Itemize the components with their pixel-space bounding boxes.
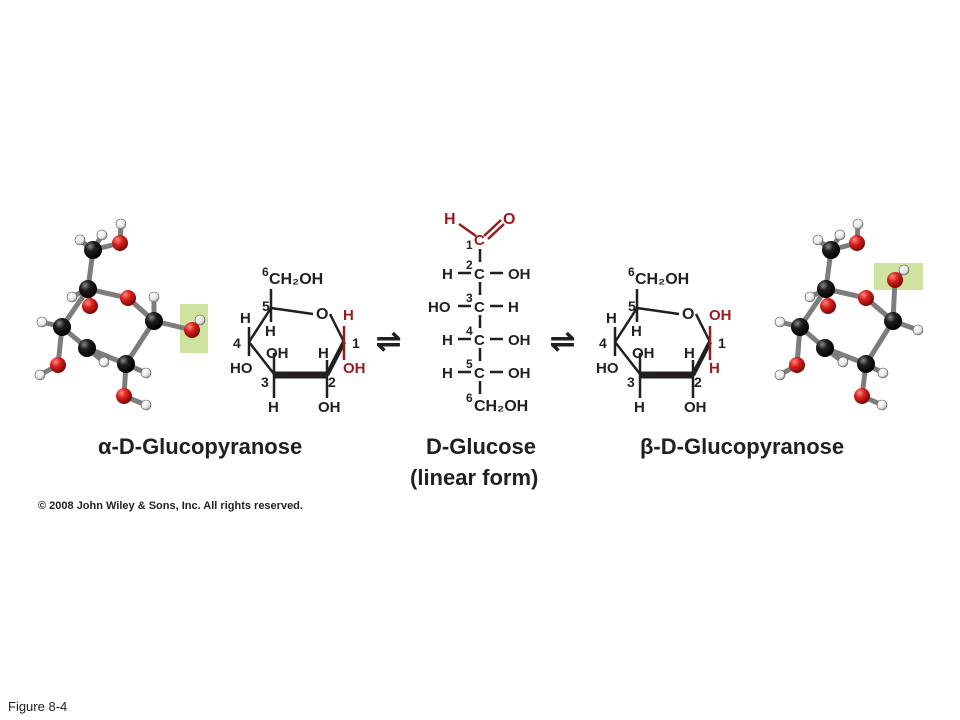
alpha-c2-number: 2 xyxy=(328,374,336,390)
linear-caption-line2: (linear form) xyxy=(410,465,538,490)
alpha-c3-h: H xyxy=(268,399,279,416)
fischer-c2-left: H xyxy=(442,266,453,283)
beta-c1-number: 1 xyxy=(718,335,726,351)
fischer-c2-number: 2 xyxy=(466,258,473,272)
fischer-c1-number: 1 xyxy=(466,238,473,252)
fischer-c2: C xyxy=(474,266,485,283)
beta-c4-number: 4 xyxy=(599,335,607,351)
alpha-c3-oh: OH xyxy=(266,345,289,362)
fischer-c3-number: 3 xyxy=(466,291,473,305)
beta-c2-top-h: H xyxy=(684,345,695,362)
fischer-c1: C xyxy=(474,232,485,249)
fischer-c3: C xyxy=(474,299,485,316)
beta-c1-bottom-label: H xyxy=(709,360,720,377)
alpha-ring-oxygen: O xyxy=(316,306,328,323)
alpha-haworth-projection: 6 CH₂OH O 5 H H 4 HO OH H 3 H 2 OH 1 H O… xyxy=(230,265,366,416)
fischer-c4: C xyxy=(474,332,485,349)
fischer-c5-right: OH xyxy=(508,365,531,382)
aldehyde-h: H xyxy=(444,211,456,228)
beta-c5-h: H xyxy=(631,323,642,340)
fischer-c5: C xyxy=(474,365,485,382)
alpha-c5-h: H xyxy=(265,323,276,340)
copyright-notice: © 2008 John Wiley & Sons, Inc. All right… xyxy=(38,500,303,512)
fischer-c4-right: OH xyxy=(508,332,531,349)
alpha-c1-bottom-label: OH xyxy=(343,360,366,377)
alpha-c1-top-label: H xyxy=(343,307,354,324)
beta-ch2oh-label: CH₂OH xyxy=(635,271,689,288)
beta-c3-number: 3 xyxy=(627,374,635,390)
beta-c4-top-h: H xyxy=(606,310,617,327)
equilibrium-arrows-right: ⇌ xyxy=(550,325,575,358)
beta-c6-number: 6 xyxy=(628,265,635,279)
fischer-c5-left: H xyxy=(442,365,453,382)
beta-c2-number: 2 xyxy=(694,374,702,390)
beta-ring-oxygen: O xyxy=(682,306,694,323)
fischer-c2-right: OH xyxy=(508,266,531,283)
fischer-c4-number: 4 xyxy=(466,324,473,338)
fischer-c3-left: HO xyxy=(428,299,451,316)
aldehyde-o: O xyxy=(503,211,515,228)
linear-caption-line1: D-Glucose xyxy=(426,434,536,459)
fischer-c6-number: 6 xyxy=(466,391,473,405)
beta-c3-h: H xyxy=(634,399,645,416)
alpha-c4-number: 4 xyxy=(233,335,241,351)
alpha-c4-top-h: H xyxy=(240,310,251,327)
alpha-c1-number: 1 xyxy=(352,335,360,351)
equilibrium-arrows-left: ⇌ xyxy=(376,325,401,358)
fischer-c6-ch2oh: CH₂OH xyxy=(474,398,528,415)
alpha-c5-number: 5 xyxy=(262,298,270,314)
beta-ball-and-stick-model xyxy=(774,218,924,411)
beta-c4-ho: HO xyxy=(596,360,619,377)
beta-c5-number: 5 xyxy=(628,298,636,314)
beta-c3-oh: OH xyxy=(632,345,655,362)
beta-c1-top-label: OH xyxy=(709,307,732,324)
linear-fischer-projection: H O 1 C 2 H C OH 3 HO C H 4 xyxy=(428,211,531,415)
alpha-c2-oh: OH xyxy=(318,399,341,416)
fischer-c4-left: H xyxy=(442,332,453,349)
alpha-ball-and-stick-model xyxy=(34,218,208,411)
beta-c2-oh: OH xyxy=(684,399,707,416)
fischer-c5-number: 5 xyxy=(466,357,473,371)
alpha-caption: α-D-Glucopyranose xyxy=(98,434,302,459)
beta-haworth-projection: 6 CH₂OH O 5 H H 4 HO OH H 3 H 2 OH 1 OH … xyxy=(596,265,732,416)
figure-label: Figure 8-4 xyxy=(8,699,68,714)
alpha-c6-number: 6 xyxy=(262,265,269,279)
alpha-c4-ho: HO xyxy=(230,360,253,377)
alpha-c2-top-h: H xyxy=(318,345,329,362)
beta-caption: β-D-Glucopyranose xyxy=(640,434,844,459)
alpha-ch2oh-label: CH₂OH xyxy=(269,271,323,288)
fischer-c3-right: H xyxy=(508,299,519,316)
alpha-c3-number: 3 xyxy=(261,374,269,390)
